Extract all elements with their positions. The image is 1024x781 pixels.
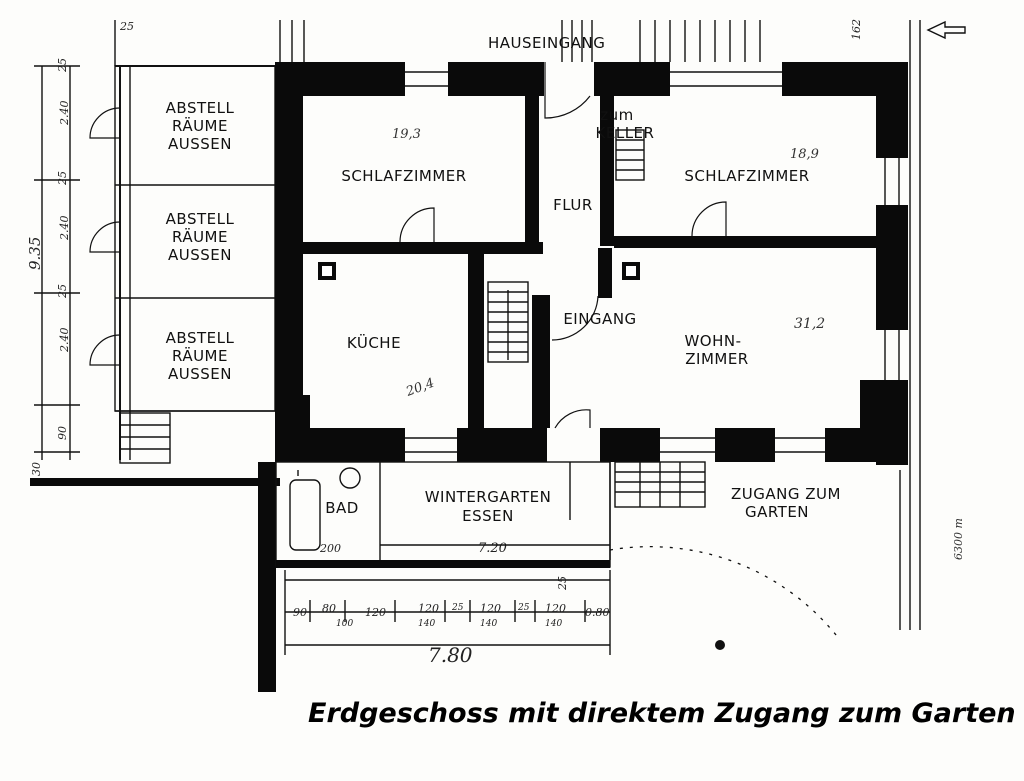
windows	[405, 71, 900, 453]
label-bath: BAD	[325, 499, 359, 517]
storage-wing	[89, 65, 276, 464]
label-living-2: ZIMMER	[685, 350, 748, 368]
entrance-steps	[279, 20, 761, 62]
garden-marker	[715, 640, 725, 650]
label-storage-2-a: ABSTELL	[166, 210, 235, 228]
label-storage-2-b: RÄUME	[172, 227, 228, 246]
dim-780: 7.80	[428, 643, 473, 667]
label-winter-1: WINTERGARTEN	[425, 488, 552, 506]
winter-garden	[275, 461, 611, 568]
label-bedroom-right: SCHLAFZIMMER	[684, 167, 809, 185]
caption: Erdgeschoss mit direktem Zugang zum Gart…	[308, 698, 1016, 729]
label-cellar-2: KELLER	[596, 124, 655, 142]
door-swings	[399, 62, 727, 429]
seg-120c: 120	[480, 602, 501, 615]
label-storage-3-b: RÄUME	[172, 346, 228, 365]
seg-140c: 140	[545, 619, 562, 629]
area-bedroom-left: 19,3	[392, 127, 421, 142]
dim-25-a: 25	[56, 58, 69, 73]
dim-935: 9.35	[26, 237, 44, 270]
seg-25a: 25	[451, 603, 464, 613]
label-storage-1-c: AUSSEN	[168, 135, 232, 153]
label-cellar-1: zum	[600, 106, 634, 124]
dim-162: 162	[850, 19, 863, 40]
label-bedroom-left: SCHLAFZIMMER	[341, 167, 466, 185]
dim-25-b: 25	[56, 171, 69, 186]
house-walls	[275, 62, 908, 465]
label-living-1: WOHN-	[684, 332, 741, 350]
left-retaining-wall	[258, 462, 276, 692]
label-storage-2-c: AUSSEN	[168, 246, 232, 264]
arrow-icon	[926, 20, 966, 40]
label-eingang: EINGANG	[563, 310, 636, 328]
seg-90: 90	[293, 606, 307, 619]
bottom-dimension-chain	[284, 570, 611, 655]
seg-25b: 25	[517, 603, 530, 613]
label-flur: FLUR	[553, 196, 593, 214]
label-storage-3-c: AUSSEN	[168, 365, 232, 383]
area-kitchen: 20,4	[403, 376, 436, 400]
dim-25-c: 25	[56, 284, 69, 299]
dim-90: 90	[56, 426, 69, 440]
label-hauseingang: HAUSEINGANG	[488, 34, 605, 52]
label-storage-3-a: ABSTELL	[166, 329, 235, 347]
seg-140a: 140	[418, 619, 435, 629]
seg-120d: 120	[545, 602, 566, 615]
seg-100: 100	[336, 619, 353, 629]
cellar-stairs	[615, 129, 645, 181]
ground-line	[30, 478, 280, 486]
staircase	[487, 281, 529, 363]
area-bedroom-right: 18,9	[790, 147, 819, 162]
seg-080: 0.80	[585, 606, 610, 619]
label-kitchen: KÜCHE	[347, 333, 401, 352]
left-dimension-chain: 2.40 2.40 2.40 25 25 25 9.35 90 30 25	[26, 20, 134, 476]
seg-120b: 120	[418, 602, 439, 615]
area-living: 31,2	[794, 316, 825, 332]
label-garden-2: GARTEN	[745, 503, 809, 521]
garden-steps	[614, 461, 706, 508]
right-boundary	[899, 20, 921, 630]
garden-arc	[609, 546, 841, 641]
label-storage-1-a: ABSTELL	[166, 99, 235, 117]
seg-80: 80	[322, 602, 336, 615]
dim-720: 7.20	[478, 541, 507, 556]
dim-30: 30	[30, 462, 43, 476]
seg-140b: 140	[480, 619, 497, 629]
dim-240-c: 2.40	[58, 328, 71, 354]
dim-240-a: 2.40	[58, 101, 71, 127]
dim-25-w: 25	[556, 576, 569, 591]
dim-6300: 6300 m	[952, 518, 965, 560]
seg-120a: 120	[365, 606, 386, 619]
label-winter-2: ESSEN	[462, 507, 514, 525]
dim-25-top: 25	[119, 20, 134, 33]
label-garden-1: ZUGANG ZUM	[731, 485, 841, 503]
label-storage-1-b: RÄUME	[172, 116, 228, 135]
dim-240-b: 2.40	[58, 216, 71, 242]
dim-200: 200	[319, 542, 341, 555]
